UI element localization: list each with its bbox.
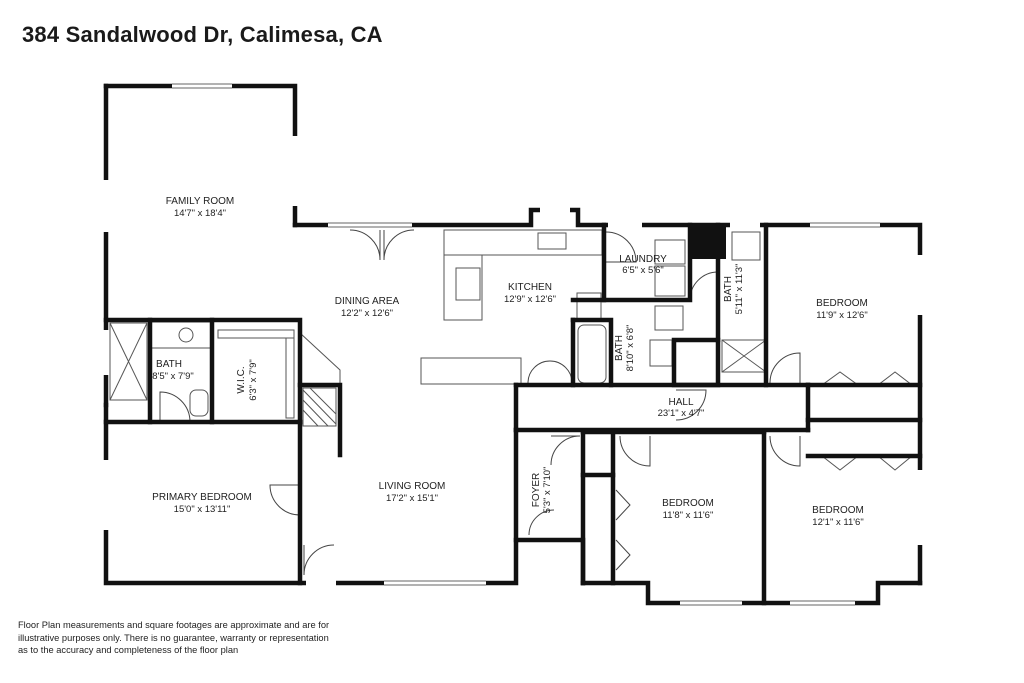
kitchen-label: KITCHEN [508,282,552,293]
wic-label: W.I.C. [236,366,247,393]
disclaimer-line: illustrative purposes only. There is no … [18,632,329,643]
vanity-icon [149,321,213,349]
bifold-door [821,455,913,471]
hall-bath-dim: 8'10" x 6'8" [625,325,636,372]
fireplace-icon [302,387,337,427]
wic-shelf [217,329,295,339]
dryer-icon [654,265,686,297]
east-bath-label: BATH [723,276,734,302]
wic-shelf-side [285,337,295,419]
wic-dim: 6'3" x 7'9" [248,359,259,401]
bedroom-mid-label: BEDROOM [662,498,714,509]
bifold-door [821,371,913,386]
primary-bath-dim: 8'5" x 7'9" [152,371,194,382]
window-lines [172,83,880,606]
page-title: 384 Sandalwood Dr, Calimesa, CA [22,22,383,47]
bedroom-mid-dim: 11'8" x 11'6" [663,510,714,521]
kitchen-counter [443,229,603,256]
laundry-dim: 6'5" x 5'6" [622,265,664,276]
primary-bedroom-dim: 15'0" x 13'11" [174,504,231,515]
primary-bath-label: BATH [156,359,182,370]
refrigerator-icon [576,292,602,322]
dining-area-label: DINING AREA [335,296,400,307]
family-room-dim: 14'7" x 18'4" [174,208,226,219]
bedroom-se-dim: 12'1" x 11'6" [812,517,863,528]
disclaimer-line: Floor Plan measurements and square foota… [18,620,330,630]
dining-area-dim: 12'2" x 12'6" [341,308,393,319]
toilet-icon [189,389,209,417]
disclaimer-line: as to the accuracy and completeness of t… [18,645,239,655]
foyer-dim: 5'3" x 7'10" [542,467,553,514]
disclaimer: Floor Plan measurements and square foota… [18,619,358,657]
hall-toilet-icon [654,305,684,331]
fireplace-hearth [299,332,341,386]
laundry-label: LAUNDRY [619,254,667,265]
hall-label: HALL [668,397,693,408]
foyer-label: FOYER [531,473,542,507]
east-bath-dim: 5'11" x 11'3" [734,264,745,315]
bedroom-ne-label: BEDROOM [816,298,868,309]
hall-dim: 23'1" x 4'7" [658,408,705,419]
kitchen-island [443,254,483,321]
bedroom-ne-dim: 11'9" x 12'6" [816,310,867,321]
primary-shower-icon [109,322,148,401]
living-room-label: LIVING ROOM [379,481,446,492]
east-bath-tub-icon [731,231,761,261]
chimney [690,225,726,259]
buffet-counter [420,357,522,385]
bedroom-se-label: BEDROOM [812,505,864,516]
hall-bath-label: BATH [614,335,625,361]
living-room-dim: 17'2" x 15'1" [386,493,438,504]
primary-bedroom-label: PRIMARY BEDROOM [152,492,252,503]
windows [103,83,923,606]
bathtub-icon [577,324,607,384]
stove-icon [455,267,481,301]
kitchen-dim: 12'9" x 12'6" [504,294,556,305]
family-room-label: FAMILY ROOM [166,196,235,207]
sink-icon [537,232,567,250]
hall-sink-icon [649,339,673,367]
walls [103,83,923,606]
washer-icon [654,239,686,265]
